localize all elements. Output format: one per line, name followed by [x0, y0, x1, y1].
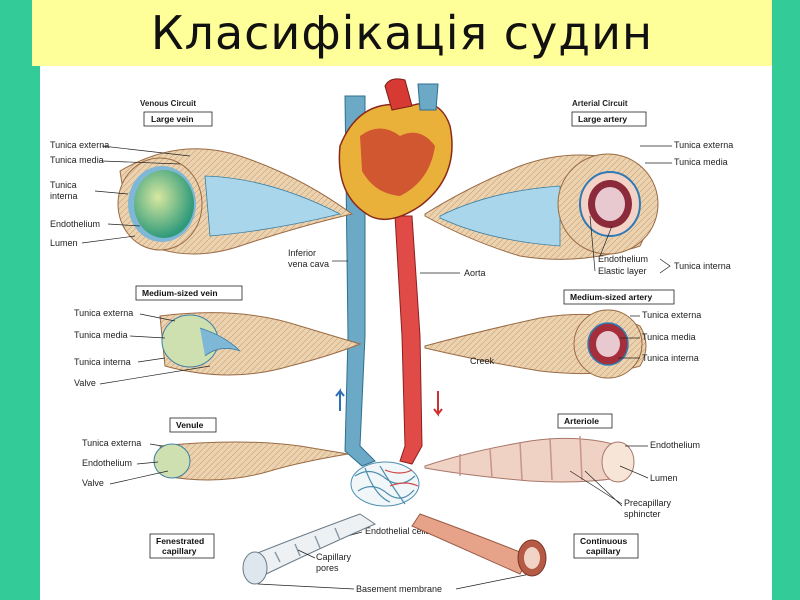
continuous-capillary-illustration — [411, 513, 547, 577]
slide-title: Класифікація судин — [150, 6, 654, 60]
arteriole-label-1: Endothelium — [650, 440, 700, 450]
fenestrated-capillary-title-2: capillary — [162, 546, 197, 556]
large-artery-label-5: Tunica interna — [674, 261, 731, 271]
fenestrated-capillary-title-1: Fenestrated — [156, 536, 204, 546]
arteriole-label-4: sphincter — [624, 509, 661, 519]
venule-label-1: Tunica externa — [82, 438, 141, 448]
diagram-panel: Venous Circuit Large vein Tunica externa… — [40, 66, 772, 600]
continuous-capillary-title-2: capillary — [586, 546, 621, 556]
medium-artery-label-1: Tunica externa — [642, 310, 701, 320]
medium-artery-label-2: Tunica media — [642, 332, 696, 342]
venule-title: Venule — [176, 420, 204, 430]
large-artery-title: Large artery — [578, 114, 627, 124]
large-artery-label-3: Endothelium — [598, 254, 648, 264]
large-artery-label-2: Tunica media — [674, 157, 728, 167]
capillary-bed — [350, 461, 420, 507]
small-figure-label: Creek — [470, 356, 495, 366]
arteriole-label-3: Precapillary — [624, 498, 672, 508]
medium-artery-illustration — [424, 309, 647, 379]
aorta — [394, 215, 423, 465]
title-band: Класифікація судин — [32, 0, 772, 66]
venule-label-3: Valve — [82, 478, 104, 488]
vessel-diagram: Venous Circuit Large vein Tunica externa… — [50, 78, 733, 594]
large-vein-label-6: Lumen — [50, 238, 78, 248]
venule-illustration — [153, 441, 349, 481]
medium-vein-title: Medium-sized vein — [142, 288, 218, 298]
large-vein-label-3: Tunica — [50, 180, 77, 190]
aorta-label: Aorta — [464, 268, 486, 278]
ivc-label-line-2: vena cava — [288, 259, 329, 269]
large-artery-label-1: Tunica externa — [674, 140, 733, 150]
capillary-pores-label-2: pores — [316, 563, 339, 573]
large-artery-illustration — [424, 153, 659, 260]
arterial-circuit-label: Arterial Circuit — [572, 99, 628, 108]
medium-vein-label-3: Tunica interna — [74, 357, 131, 367]
large-vein-label-5: Endothelium — [50, 219, 100, 229]
arteriole-label-2: Lumen — [650, 473, 678, 483]
basement-membrane-label: Basement membrane — [356, 584, 442, 594]
capillary-pores-label-1: Capillary — [316, 552, 352, 562]
venule-label-2: Endothelium — [82, 458, 132, 468]
heart-illustration — [338, 78, 453, 221]
ivc-label-line-1: Inferior — [288, 248, 316, 258]
medium-artery-title: Medium-sized artery — [570, 292, 652, 302]
fenestrated-capillary-illustration — [242, 513, 377, 585]
large-vein-illustration — [117, 148, 354, 255]
large-vein-title: Large vein — [151, 114, 194, 124]
arteriole-title: Arteriole — [564, 416, 599, 426]
medium-vein-label-1: Tunica externa — [74, 308, 133, 318]
medium-vein-label-2: Tunica media — [74, 330, 128, 340]
large-vein-label-1: Tunica externa — [50, 140, 109, 150]
venous-circuit-label: Venous Circuit — [140, 99, 196, 108]
endothelial-cells-label: Endothelial cells — [365, 526, 431, 536]
arteriole-illustration — [424, 435, 635, 483]
medium-artery-label-3: Tunica interna — [642, 353, 699, 363]
large-artery-label-4: Elastic layer — [598, 266, 647, 276]
blood-flow-up-arrow — [335, 388, 345, 411]
blood-flow-down-arrow — [433, 391, 443, 417]
large-vein-label-4: interna — [50, 191, 78, 201]
medium-vein-label-4: Valve — [74, 378, 96, 388]
large-vein-label-2: Tunica media — [50, 155, 104, 165]
continuous-capillary-title-1: Continuous — [580, 536, 627, 546]
medium-vein-illustration — [159, 312, 362, 376]
